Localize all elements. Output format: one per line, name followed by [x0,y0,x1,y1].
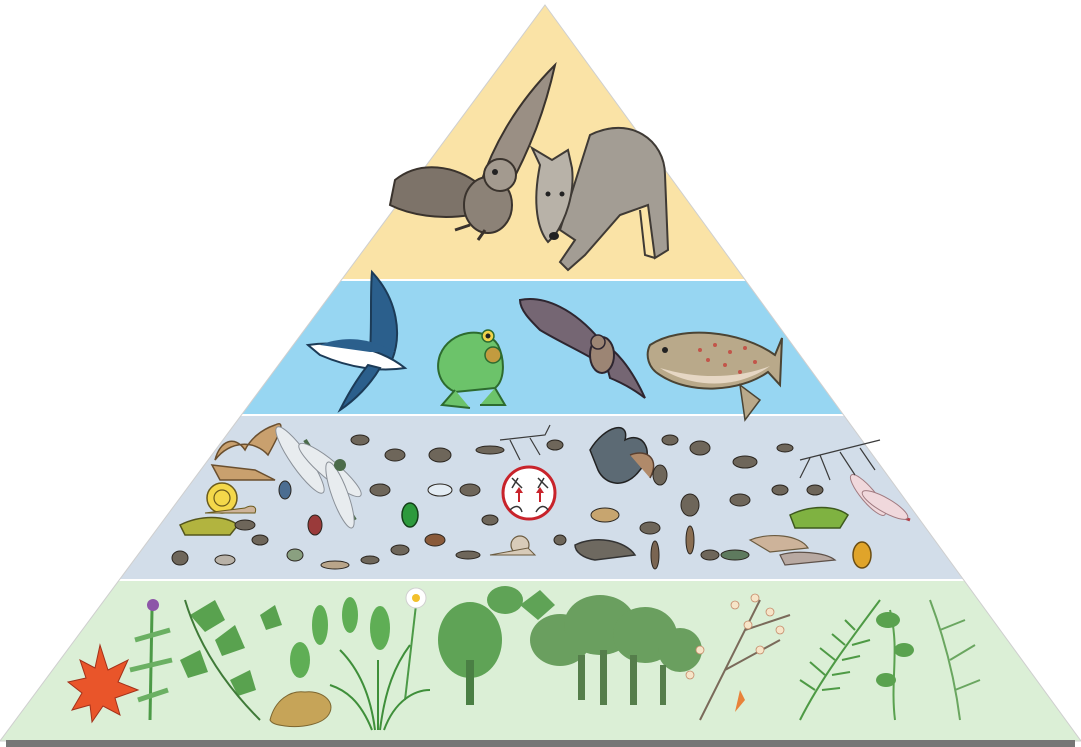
insect-icon [287,549,303,561]
insect-icon [321,561,349,569]
insect-icon [651,541,659,569]
insect-icon [215,555,235,565]
insect-icon [721,550,749,560]
insect-icon [385,449,405,461]
insect-icon [391,545,409,555]
insect-icon [235,520,255,530]
insect-icon [690,441,710,455]
insect-icon [172,551,188,565]
insect-icon [733,456,757,468]
grasshopper-icon [790,508,848,529]
insect-icon [252,535,268,545]
beetle-icon [853,542,871,568]
insect-icon [777,444,793,452]
insect-icon [640,522,660,534]
insect-icon [772,485,788,495]
insect-icon [807,485,823,495]
insect-icon [460,484,480,496]
insect-icon [279,481,291,499]
insect-icon [554,535,566,545]
insect-icon [351,435,369,445]
insect-icon [662,435,678,445]
beetle-icon [402,503,418,527]
insect-icon [308,515,322,535]
insect-icon [428,484,452,496]
insect-icon [653,465,667,485]
insect-icon [429,448,451,462]
mosquito-highlight-icon [503,467,555,519]
insect-icon [361,556,379,564]
insect-icon [701,550,719,560]
insect-icon [681,494,699,516]
apex-predator-band [0,0,1081,280]
insect-icon [456,551,480,559]
insect-icon [476,446,504,454]
pyramid-base-bar [6,740,1075,747]
insect-icon [425,534,445,546]
insect-icon [482,515,498,525]
insect-icon [730,494,750,506]
insect-icon [370,484,390,496]
insect-icon [686,526,694,554]
insect-icon [547,440,563,450]
insect-icon [591,508,619,522]
